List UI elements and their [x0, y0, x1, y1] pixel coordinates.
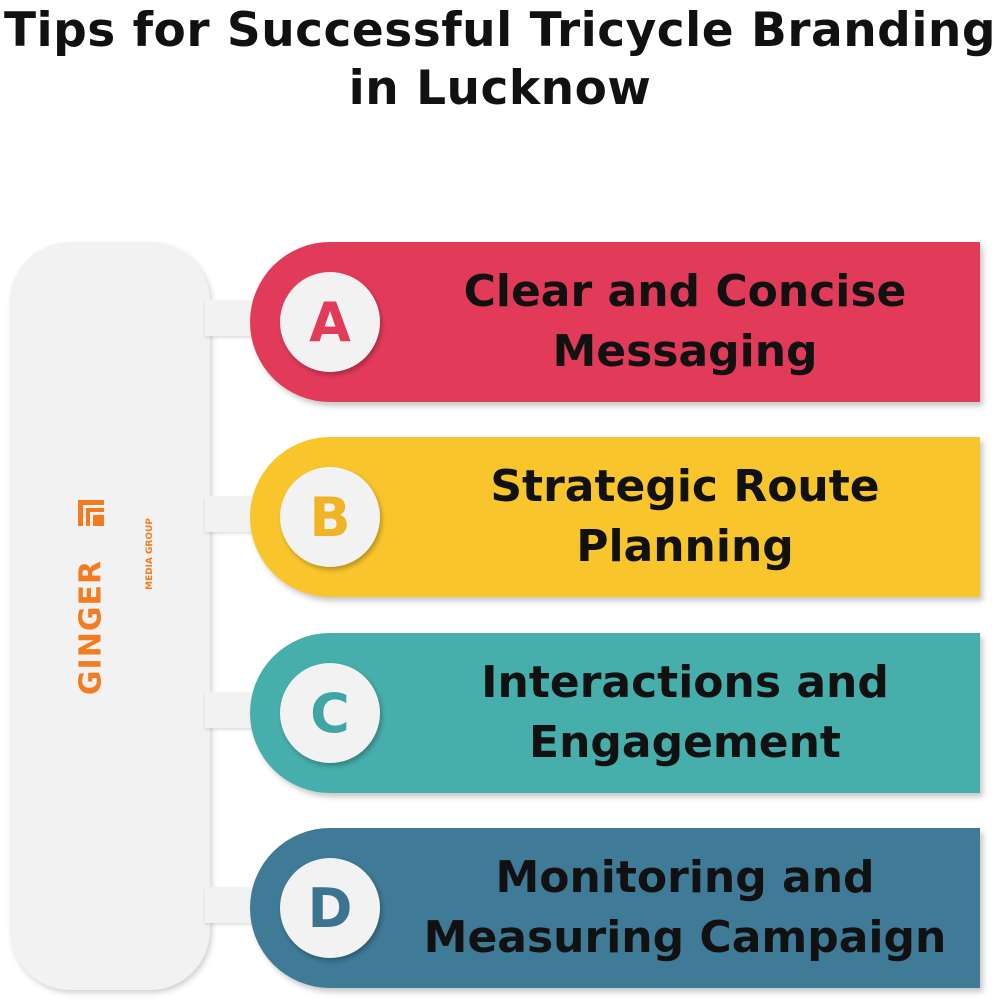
tip-letter-badge: C	[280, 663, 380, 763]
tip-text: Interactions and Engagement	[481, 657, 889, 768]
side-panel	[10, 242, 210, 990]
tip-card-c: C Interactions and Engagement	[250, 633, 980, 793]
logo-subtitle: MEDIA GROUP	[145, 518, 155, 590]
logo-name: GINGER	[73, 559, 109, 696]
tip-text: Monitoring and Measuring Campaign	[423, 852, 947, 963]
tip-card-a: A Clear and Concise Messaging	[250, 242, 980, 402]
tip-card-d: D Monitoring and Measuring Campaign	[250, 828, 980, 988]
tip-text: Strategic Route Planning	[490, 461, 880, 572]
ginger-logo: GINGER MEDIA GROUP	[74, 500, 155, 695]
tip-text: Clear and Concise Messaging	[463, 266, 907, 377]
page-title: Tips for Successful Tricycle Branding in…	[3, 3, 997, 116]
logo-mark-icon	[78, 500, 104, 526]
tip-letter-badge: D	[280, 858, 380, 958]
tip-letter-badge: B	[280, 467, 380, 567]
tip-card-b: B Strategic Route Planning	[250, 437, 980, 597]
tip-letter-badge: A	[280, 272, 380, 372]
